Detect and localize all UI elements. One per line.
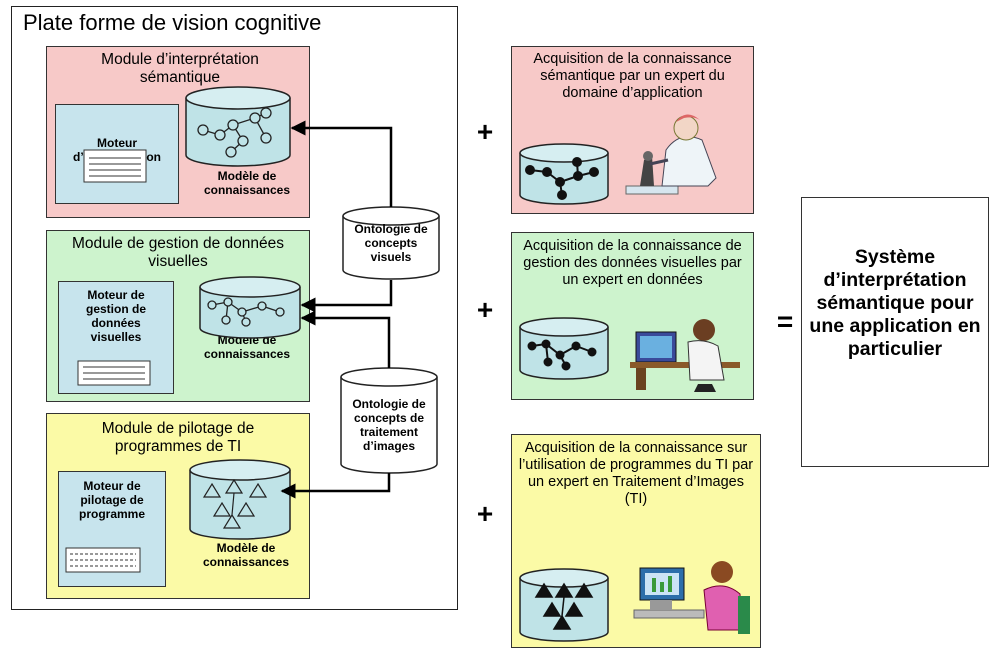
visual-data-engine-label: Moteur de gestion de données visuelles <box>85 288 146 345</box>
visual-data-expert-title: Acquisition de la connaissance de gestio… <box>523 238 742 289</box>
plus-sign-1: + <box>476 116 494 147</box>
equals-sign: = <box>776 306 794 337</box>
document-icon <box>77 360 151 386</box>
database-icon <box>199 276 301 339</box>
semantic-module-title: Module d’interprétation sémantique <box>101 51 259 87</box>
platform-title: Plate forme de vision cognitive <box>23 10 322 35</box>
database-icon <box>519 568 609 642</box>
image-processing-ontology-label: Ontologie de concepts de traitement d’im… <box>352 397 426 454</box>
person-at-computer-icon <box>630 319 740 392</box>
image-processing-ontology <box>340 367 438 474</box>
woman-at-computer-icon <box>633 561 750 634</box>
database-icon <box>185 86 291 167</box>
program-steering-module-title: Module de pilotage de programmes de TI <box>101 420 255 456</box>
plus-sign-3: + <box>476 498 494 529</box>
scientist-microscope-icon <box>625 114 717 195</box>
database-icon <box>519 143 609 205</box>
database-icon <box>189 459 291 540</box>
result-text: Système d’interprétation sémantique pour… <box>809 246 981 360</box>
document-icon <box>65 547 141 573</box>
program-steering-kb-label: Modèle de connaissances <box>202 541 290 570</box>
plus-sign-2: + <box>476 294 494 325</box>
program-steering-engine-label: Moteur de pilotage de programme <box>78 479 146 522</box>
visual-data-module-title: Module de gestion de données visuelles <box>72 235 284 271</box>
ontology-connectors <box>280 120 393 499</box>
semantic-kb-label: Modèle de connaissances <box>203 169 291 198</box>
image-processing-expert-title: Acquisition de la connaissance sur l’uti… <box>518 440 754 508</box>
document-icon <box>83 149 147 183</box>
result-box <box>801 197 989 467</box>
database-icon <box>519 317 609 380</box>
visual-concepts-ontology <box>342 206 440 280</box>
visual-concepts-ontology-label: Ontologie de concepts visuels <box>354 222 428 265</box>
semantic-expert-title: Acquisition de la connaissance sémantiqu… <box>533 51 732 102</box>
